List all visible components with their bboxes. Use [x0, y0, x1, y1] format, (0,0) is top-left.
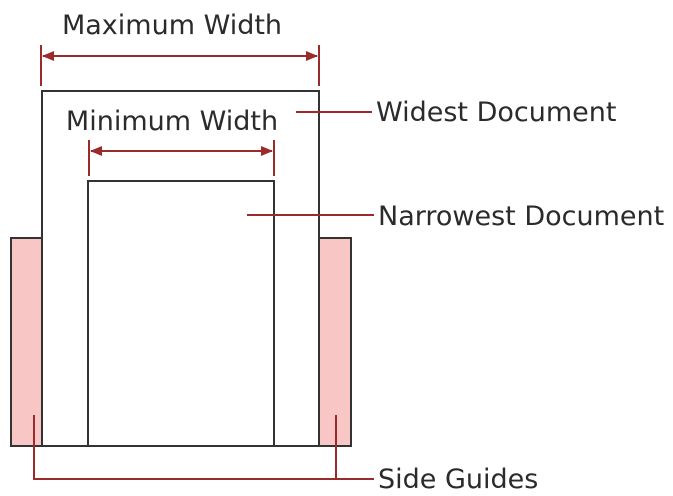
narrowest-document-label: Narrowest Document [378, 201, 664, 232]
widest-document-label: Widest Document [376, 97, 616, 128]
maximum-width-label: Maximum Width [62, 10, 282, 41]
side-guides-label: Side Guides [378, 464, 538, 495]
side-guides-leader-left [33, 415, 374, 480]
maximum-width-dimension: Maximum Width [40, 10, 320, 86]
minimum-width-arrow-right [261, 146, 273, 156]
maximum-width-arrow-right [306, 51, 318, 61]
side-guide-left [10, 237, 44, 447]
side-guide-right [318, 237, 352, 447]
narrowest-document-outline [87, 180, 275, 447]
maximum-width-arrow-left [42, 51, 54, 61]
minimum-width-arrow-left [90, 146, 102, 156]
minimum-width-label: Minimum Width [66, 106, 278, 137]
minimum-width-dimension: Minimum Width [66, 106, 278, 176]
